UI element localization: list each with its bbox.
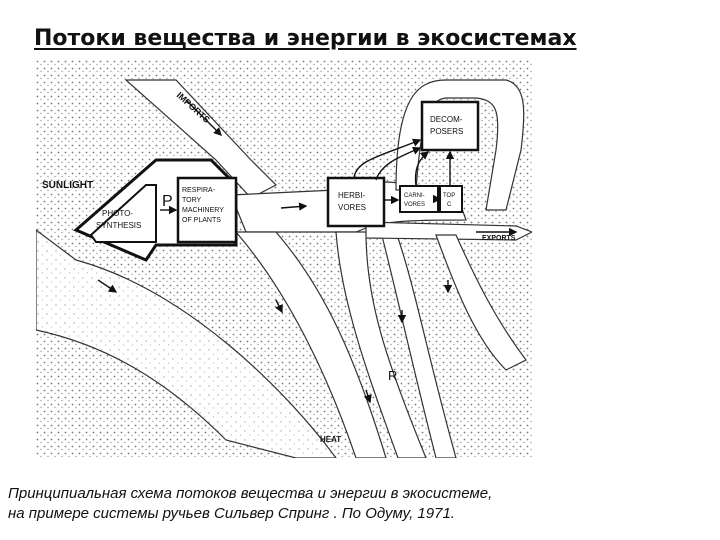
- heat-arrow-1: [275, 299, 283, 314]
- herbivores-box: [326, 176, 386, 228]
- flow-to-heat-3: [380, 231, 457, 458]
- flow-to-heat-2: [335, 231, 427, 458]
- to-decomposers-arrow-2: [375, 146, 422, 181]
- stream-arrow-1: [280, 202, 308, 211]
- label-carnivores-1: CARNI-: [404, 193, 425, 199]
- label-sunlight: SUNLIGHT: [42, 180, 93, 191]
- heat-arrow-2: [363, 389, 372, 404]
- respiratory-machinery-box: [176, 176, 238, 244]
- carnivores-box: [399, 185, 439, 213]
- flow-to-heat-1: [234, 231, 387, 458]
- label-carnivores-2: VORES: [404, 202, 425, 208]
- to-decomposers-arrow-3: [414, 151, 430, 187]
- to-decomposers-arrow-1: [353, 138, 422, 179]
- decomposers-box: [420, 100, 480, 152]
- label-top-c-1: TOP: [443, 193, 455, 199]
- label-resp-3: MACHINERY: [182, 207, 224, 214]
- recycle-channel: [435, 234, 527, 371]
- energy-flow-diagram: IMPORTS SUNLIGHT P PHOTO- SYNTHESIS RESP…: [36, 60, 532, 458]
- label-resp-2: TORY: [182, 197, 202, 204]
- label-herbivores-2: VORES: [338, 203, 366, 212]
- label-resp-1: RESPIRA-: [182, 187, 216, 194]
- label-photosynthesis-2: SYNTHESIS: [96, 221, 141, 230]
- label-exports: EXPORTS: [482, 235, 516, 242]
- caption-line-2: на примере системы ручьев Сильвер Спринг…: [8, 505, 455, 522]
- slide-title: Потоки вещества и энергии в экосистемах: [34, 26, 577, 51]
- flow-channels: [36, 79, 532, 458]
- caption-line-1: Принципиальная схема потоков вещества и …: [8, 485, 493, 502]
- imports-arrow: [185, 99, 222, 136]
- label-decomposers-2: POSERS: [430, 127, 463, 136]
- flow-arrows: [97, 99, 518, 404]
- figure-caption: Принципиальная схема потоков вещества и …: [8, 484, 492, 524]
- diagram-svg: IMPORTS SUNLIGHT P PHOTO- SYNTHESIS RESP…: [36, 60, 532, 458]
- sunlight-arrow: [97, 279, 118, 293]
- label-heat: HEAT: [320, 435, 341, 444]
- photosynthesis-block: [73, 158, 238, 262]
- label-p: P: [162, 193, 173, 210]
- top-carnivores-box: [439, 185, 463, 213]
- imports-channel: [124, 79, 278, 199]
- label-decomposers-1: DECOM-: [430, 115, 463, 124]
- photosynthesis-cell: [89, 184, 157, 243]
- label-photosynthesis-1: PHOTO-: [102, 209, 133, 218]
- label-resp-4: OF PLANTS: [182, 217, 221, 224]
- exports-channel: [365, 221, 532, 241]
- label-herbivores-1: HERBI-: [338, 191, 365, 200]
- label-r: R: [388, 368, 397, 383]
- label-top-c-2: C: [447, 202, 452, 208]
